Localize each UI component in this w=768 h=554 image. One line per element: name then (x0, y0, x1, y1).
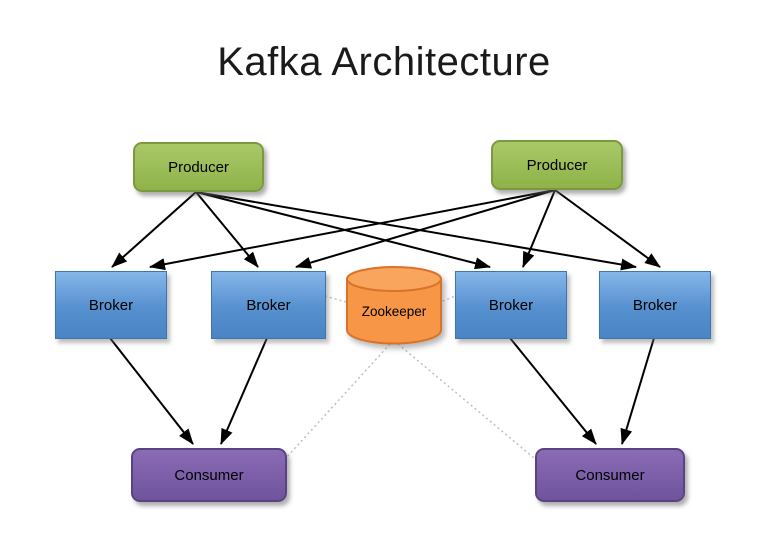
consumer-label: Consumer (575, 466, 645, 484)
producer-label: Producer (168, 158, 229, 176)
producer-node-1: Producer (133, 142, 264, 192)
consumer-node-1: Consumer (131, 448, 287, 502)
edge-broker2-zookeeper-dotted (324, 295, 351, 304)
broker-node-4: Broker (599, 271, 711, 339)
edge-producer2-broker3 (522, 189, 556, 268)
broker-node-3: Broker (455, 271, 567, 339)
zookeeper-label: Zookeeper (362, 304, 427, 319)
broker-node-2: Broker (211, 271, 326, 339)
broker-label: Broker (632, 296, 678, 314)
zookeeper-node: Zookeeper (344, 263, 444, 347)
edge-broker1-consumer1 (109, 337, 194, 445)
edge-zookeeper-consumer1-dotted (285, 343, 391, 459)
consumer-label: Consumer (174, 466, 244, 484)
consumer-node-2: Consumer (535, 448, 685, 502)
broker-label: Broker (488, 296, 534, 314)
producer-label: Producer (526, 156, 588, 174)
broker-node-1: Broker (55, 271, 167, 339)
broker-label: Broker (246, 296, 291, 314)
edge-broker3-consumer2 (509, 337, 597, 445)
zookeeper-cylinder-icon: Zookeeper (346, 266, 442, 345)
edge-producer1-broker2 (195, 191, 259, 268)
broker-label: Broker (88, 296, 134, 314)
diagram-title: Kafka Architecture (217, 40, 551, 84)
edge-producer2-broker2 (295, 189, 556, 269)
edge-producer1-broker1 (111, 191, 197, 268)
edge-producer1-broker4 (195, 191, 637, 271)
edge-producer2-broker1 (149, 189, 556, 271)
edge-zookeeper-consumer2-dotted (397, 343, 535, 459)
edge-producer2-broker4 (554, 189, 661, 268)
edge-zookeeper-broker3-dotted (437, 295, 456, 304)
producer-node-2: Producer (491, 140, 623, 190)
edge-broker4-consumer2 (620, 337, 655, 445)
edge-broker2-consumer1 (220, 337, 268, 445)
